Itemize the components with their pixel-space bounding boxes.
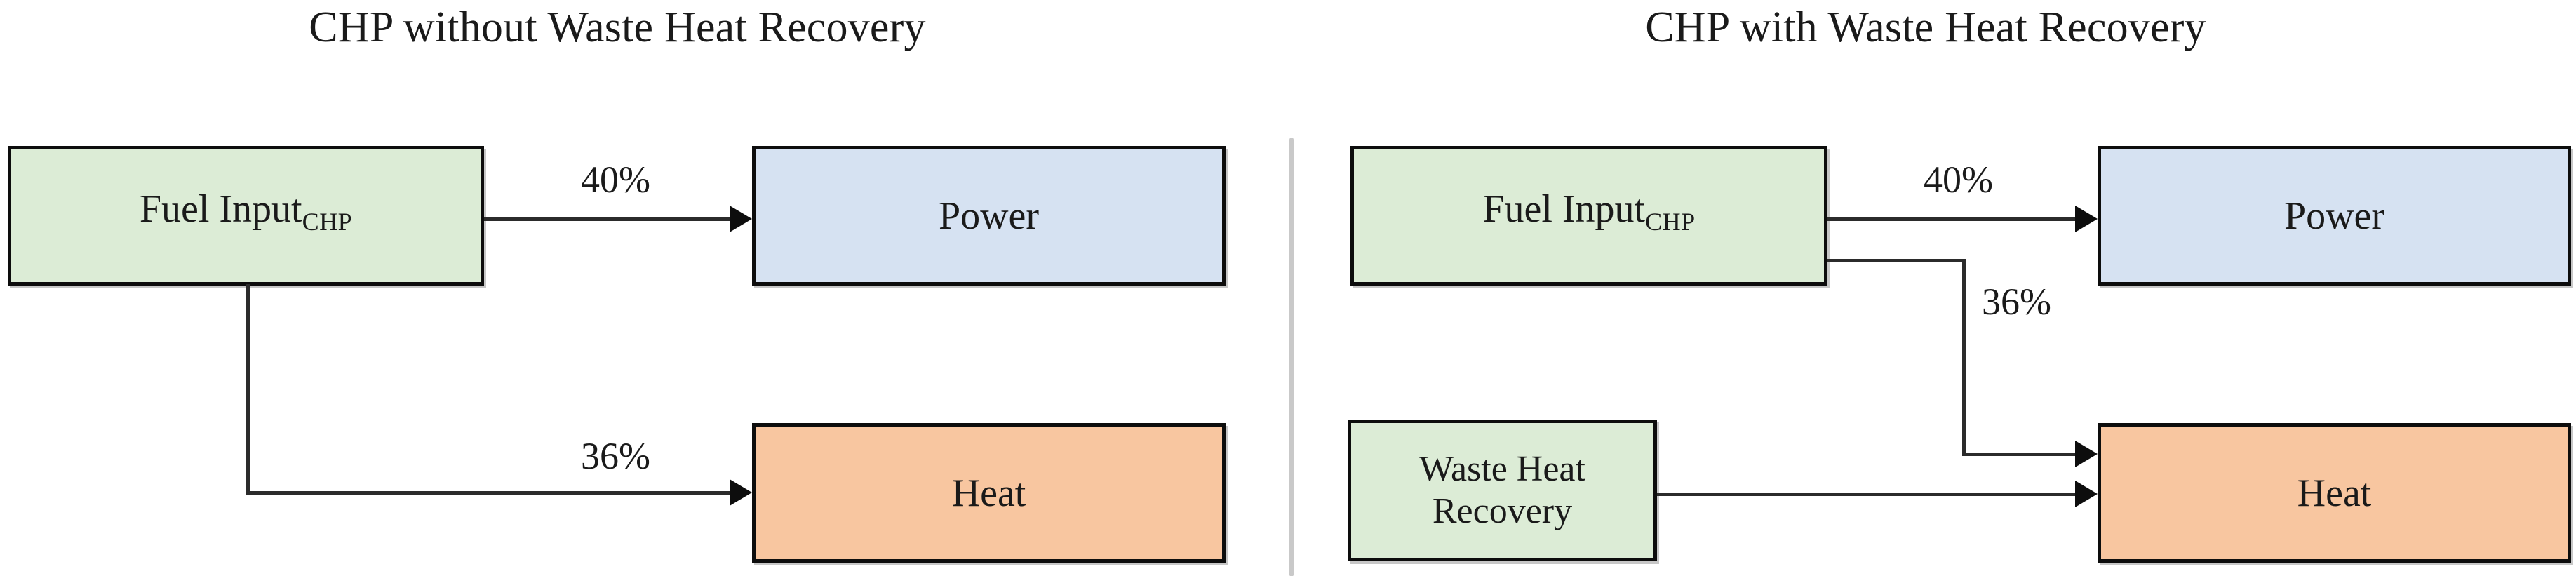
arrowhead-icon bbox=[2075, 441, 2098, 467]
panel-title-with-whr: CHP with Waste Heat Recovery bbox=[1645, 4, 2206, 51]
arrowhead-icon bbox=[730, 206, 752, 232]
flow-label-power-right: 40% bbox=[1924, 159, 1993, 201]
node-label-text: Heat bbox=[2297, 471, 2372, 515]
node-fuel-input-left: Fuel InputCHP bbox=[8, 146, 484, 286]
node-label-text: Fuel Input bbox=[139, 187, 302, 232]
node-fuel-input-right: Fuel InputCHP bbox=[1350, 146, 1827, 286]
connector-fuel-to-heat-left-horizontal bbox=[246, 491, 730, 495]
panel-title-without-whr: CHP without Waste Heat Recovery bbox=[309, 4, 926, 51]
arrowhead-icon bbox=[2075, 206, 2098, 232]
node-label-text: Power bbox=[938, 194, 1040, 238]
connector-fuel-to-heat-right-seg1 bbox=[1827, 259, 1966, 262]
flow-label-heat-left: 36% bbox=[581, 435, 650, 477]
node-heat-left: Heat bbox=[752, 423, 1226, 563]
connector-fuel-to-heat-left-vertical bbox=[246, 284, 250, 495]
node-label-line1: Waste Heat bbox=[1419, 449, 1585, 489]
arrowhead-icon bbox=[2075, 481, 2098, 507]
node-power-left: Power bbox=[752, 146, 1226, 286]
node-label-line2: Recovery bbox=[1432, 491, 1573, 531]
node-label-text: Fuel Input bbox=[1482, 187, 1646, 232]
flow-label-heat-right: 36% bbox=[1982, 281, 2051, 323]
connector-fuel-to-heat-right-seg2 bbox=[1962, 453, 2075, 456]
connector-whr-to-heat bbox=[1657, 493, 2075, 496]
node-label-subscript: CHP bbox=[302, 208, 353, 236]
node-power-right: Power bbox=[2098, 146, 2571, 286]
flow-label-power-left: 40% bbox=[581, 159, 650, 201]
connector-fuel-to-heat-right-vertical bbox=[1962, 259, 1966, 456]
node-label-text: Heat bbox=[951, 471, 1026, 515]
node-label: Fuel InputCHP bbox=[140, 187, 352, 244]
node-label: Fuel InputCHP bbox=[1482, 187, 1695, 244]
connector-fuel-to-power-left bbox=[484, 217, 730, 221]
arrowhead-icon bbox=[730, 479, 752, 506]
node-heat-right: Heat bbox=[2098, 423, 2571, 563]
connector-fuel-to-power-right bbox=[1827, 217, 2075, 221]
node-label-text: Power bbox=[2283, 194, 2385, 238]
panel-divider bbox=[1289, 138, 1294, 576]
node-label-subscript: CHP bbox=[1645, 208, 1696, 236]
